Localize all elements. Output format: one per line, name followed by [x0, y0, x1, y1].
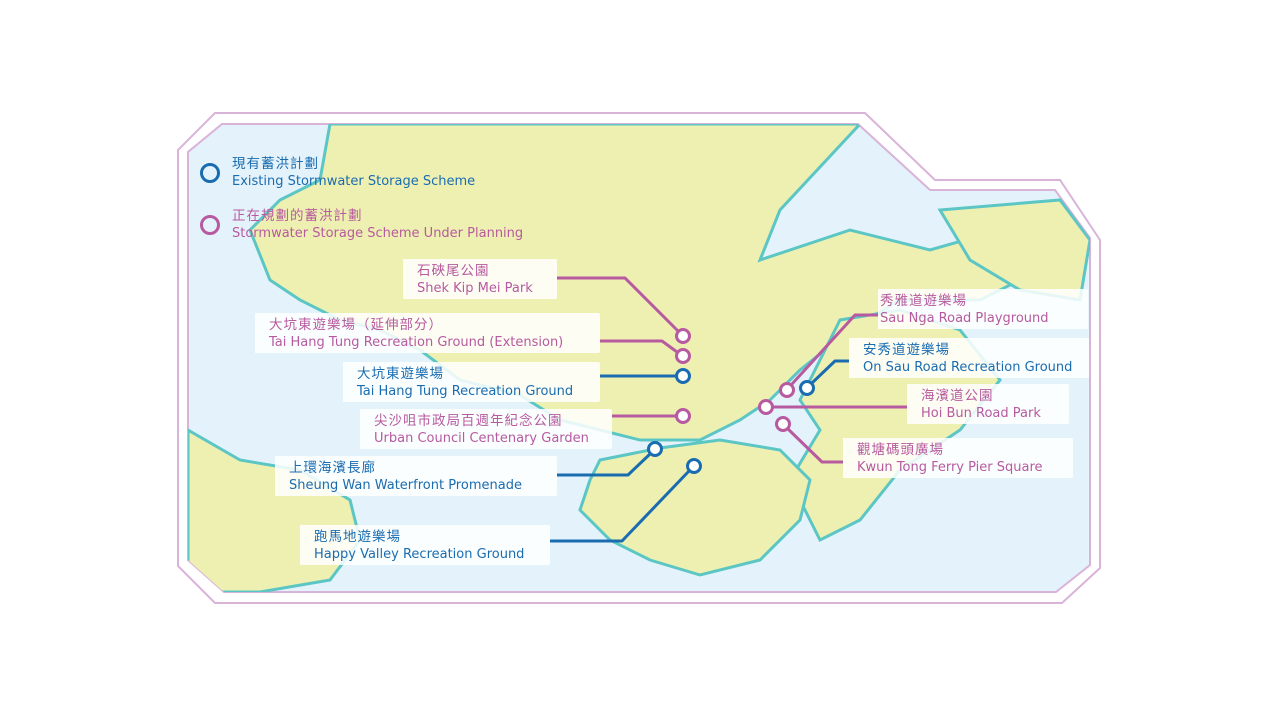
site-label-tai-hang-tung-ext[interactable]: 大坑東遊樂場（延伸部分） Tai Hang Tung Recreation Gro…	[255, 313, 600, 353]
legend-label-en: Stormwater Storage Scheme Under Planning	[232, 226, 524, 241]
land-hk-island	[578, 438, 812, 577]
blue-ring-icon	[200, 163, 220, 183]
site-label-happy-valley[interactable]: 跑馬地遊樂場 Happy Valley Recreation Ground	[300, 525, 550, 565]
site-marker-kwun-tong[interactable]	[775, 416, 791, 432]
leader-line-shek-kip-mei	[557, 276, 680, 333]
site-marker-urban-council[interactable]	[675, 408, 691, 424]
site-marker-shek-kip-mei[interactable]	[675, 328, 691, 344]
site-marker-hoi-bun[interactable]	[758, 399, 774, 415]
leader-line-happy-valley	[550, 469, 691, 543]
map-frame-outer	[177, 112, 1101, 604]
legend-label-zh: 正在規劃的蓄洪計劃	[232, 208, 363, 224]
site-name-en: Sau Nga Road Playground	[880, 311, 1049, 326]
leader-line-sheung-wan	[557, 452, 652, 477]
site-name-zh: 大坑東遊樂場	[357, 366, 444, 382]
site-label-sau-nga[interactable]: 秀雅道遊樂場 Sau Nga Road Playground	[878, 289, 1088, 329]
legend-label-zh: 現有蓄洪計劃	[232, 156, 319, 172]
site-label-shek-kip-mei[interactable]: 石硤尾公園 Shek Kip Mei Park	[403, 259, 557, 299]
site-name-en: Kwun Tong Ferry Pier Square	[857, 460, 1043, 475]
site-name-zh: 大坑東遊樂場（延伸部分）	[269, 317, 443, 333]
site-marker-sau-nga[interactable]	[779, 382, 795, 398]
site-name-zh: 尖沙咀市政局百週年紀念公園	[374, 413, 563, 429]
legend-planning: 正在規劃的蓄洪計劃 Stormwater Storage Scheme Under…	[200, 207, 523, 243]
site-name-en: Tai Hang Tung Recreation Ground	[357, 384, 574, 399]
site-name-zh: 石硤尾公園	[417, 263, 490, 279]
site-label-kwun-tong[interactable]: 觀塘碼頭廣場 Kwun Tong Ferry Pier Square	[843, 438, 1073, 478]
leader-line-sau-nga	[790, 313, 878, 386]
site-label-hoi-bun[interactable]: 海濱道公園 Hoi Bun Road Park	[907, 384, 1069, 424]
site-name-zh: 安秀道遊樂場	[863, 342, 950, 358]
site-marker-tai-hang-tung[interactable]	[675, 368, 691, 384]
site-marker-on-sau[interactable]	[799, 380, 815, 396]
site-name-en: Shek Kip Mei Park	[417, 281, 533, 296]
site-name-en: On Sau Road Recreation Ground	[863, 360, 1073, 375]
magenta-ring-icon	[200, 215, 220, 235]
site-marker-sheung-wan[interactable]	[647, 441, 663, 457]
site-label-urban-council[interactable]: 尖沙咀市政局百週年紀念公園 Urban Council Centenary Gar…	[360, 409, 612, 449]
leader-line-on-sau	[810, 359, 849, 385]
site-name-zh: 觀塘碼頭廣場	[857, 442, 944, 458]
site-name-en: Tai Hang Tung Recreation Ground (Extensi…	[269, 335, 564, 350]
site-name-en: Happy Valley Recreation Ground	[314, 547, 525, 562]
site-name-zh: 秀雅道遊樂場	[880, 293, 967, 309]
site-label-on-sau[interactable]: 安秀道遊樂場 On Sau Road Recreation Ground	[849, 338, 1089, 378]
site-name-zh: 海濱道公園	[921, 388, 994, 404]
site-name-zh: 上環海濱長廊	[289, 460, 376, 476]
site-name-en: Hoi Bun Road Park	[921, 406, 1041, 421]
site-marker-happy-valley[interactable]	[686, 458, 702, 474]
site-name-zh: 跑馬地遊樂場	[314, 529, 401, 545]
site-marker-tai-hang-tung-ext[interactable]	[675, 348, 691, 364]
land-kowloon-nt	[248, 124, 1043, 442]
legend-label-en: Existing Stormwater Storage Scheme	[232, 174, 476, 189]
site-name-en: Urban Council Centenary Garden	[374, 431, 589, 446]
leader-line-kwun-tong	[786, 427, 843, 464]
legend-existing: 現有蓄洪計劃 Existing Stormwater Storage Scheme	[200, 155, 475, 191]
leader-line-tai-hang-tung-ext	[600, 339, 678, 354]
site-label-tai-hang-tung[interactable]: 大坑東遊樂場 Tai Hang Tung Recreation Ground	[343, 362, 600, 402]
site-name-en: Sheung Wan Waterfront Promenade	[289, 478, 522, 493]
site-label-sheung-wan[interactable]: 上環海濱長廊 Sheung Wan Waterfront Promenade	[275, 456, 557, 496]
